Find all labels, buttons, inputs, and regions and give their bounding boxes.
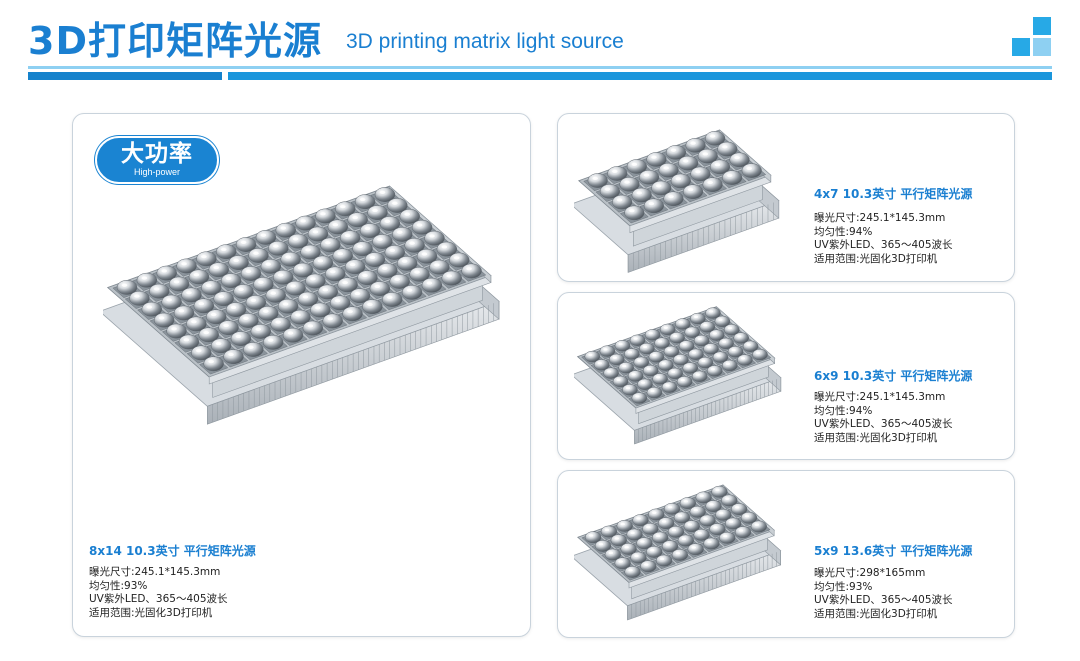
light-source-image [574, 306, 782, 445]
product-specs: 曝光尺寸:245.1*145.3mm 均匀性:94% UV紫外LED、365～4… [814, 391, 953, 445]
light-source-image [103, 185, 500, 425]
spec-application: 适用范围:光固化3D打印机 [89, 606, 213, 619]
spec-led-wavelength: UV紫外LED、365～405波长 [89, 593, 228, 605]
product-title: 8x14 10.3英寸 平行矩阵光源 [89, 544, 256, 558]
logo-square [1033, 17, 1051, 35]
product-title: 5x9 13.6英寸 平行矩阵光源 [814, 544, 973, 558]
product-card-4x7: 4x7 10.3英寸 平行矩阵光源 曝光尺寸:245.1*145.3mm 均匀性… [557, 113, 1015, 282]
page-title: 3D打印矩阵光源 [28, 19, 322, 63]
light-source-image [574, 484, 782, 621]
logo-square [1012, 38, 1030, 56]
spec-application: 适用范围:光固化3D打印机 [814, 607, 938, 620]
light-source-image [574, 129, 780, 273]
product-specs: 曝光尺寸:245.1*145.3mm 均匀性:93% UV紫外LED、365～4… [89, 566, 228, 620]
page-header: 3D打印矩阵光源 3D printing matrix light source [0, 0, 1080, 84]
product-card-5x9: 5x9 13.6英寸 平行矩阵光源 曝光尺寸:298*165mm 均匀性:93%… [557, 470, 1015, 638]
product-specs: 曝光尺寸:298*165mm 均匀性:93% UV紫外LED、365～405波长… [814, 567, 953, 621]
header-divider-accent [28, 72, 222, 80]
spec-uniformity: 均匀性:94% [814, 225, 873, 238]
badge-label-cn: 大功率 [121, 141, 193, 167]
spec-application: 适用范围:光固化3D打印机 [814, 431, 938, 444]
spec-uniformity: 均匀性:93% [814, 580, 873, 593]
product-card-8x14: 大功率 High-power 8x14 10.3英寸 平行矩阵光源 曝光尺寸:2… [72, 113, 531, 637]
high-power-badge: 大功率 High-power [95, 136, 219, 184]
product-title: 4x7 10.3英寸 平行矩阵光源 [814, 187, 973, 201]
badge-label-en: High-power [133, 167, 181, 177]
logo-square [1033, 38, 1051, 56]
header-divider-thin [28, 66, 1052, 69]
spec-exposure-size: 曝光尺寸:298*165mm [814, 567, 926, 579]
spec-led-wavelength: UV紫外LED、365～405波长 [814, 418, 953, 430]
product-title: 6x9 10.3英寸 平行矩阵光源 [814, 369, 973, 383]
product-specs: 曝光尺寸:245.1*145.3mm 均匀性:94% UV紫外LED、365～4… [814, 212, 953, 266]
spec-uniformity: 均匀性:93% [89, 579, 148, 592]
spec-exposure-size: 曝光尺寸:245.1*145.3mm [814, 391, 946, 403]
header-divider-main [228, 72, 1052, 80]
spec-exposure-size: 曝光尺寸:245.1*145.3mm [814, 212, 946, 224]
spec-uniformity: 均匀性:94% [814, 404, 873, 417]
spec-led-wavelength: UV紫外LED、365～405波长 [814, 594, 953, 606]
page-subtitle: 3D printing matrix light source [346, 30, 624, 53]
spec-application: 适用范围:光固化3D打印机 [814, 252, 938, 265]
spec-led-wavelength: UV紫外LED、365～405波长 [814, 239, 953, 251]
product-card-6x9: 6x9 10.3英寸 平行矩阵光源 曝光尺寸:245.1*145.3mm 均匀性… [557, 292, 1015, 460]
spec-exposure-size: 曝光尺寸:245.1*145.3mm [89, 566, 221, 578]
